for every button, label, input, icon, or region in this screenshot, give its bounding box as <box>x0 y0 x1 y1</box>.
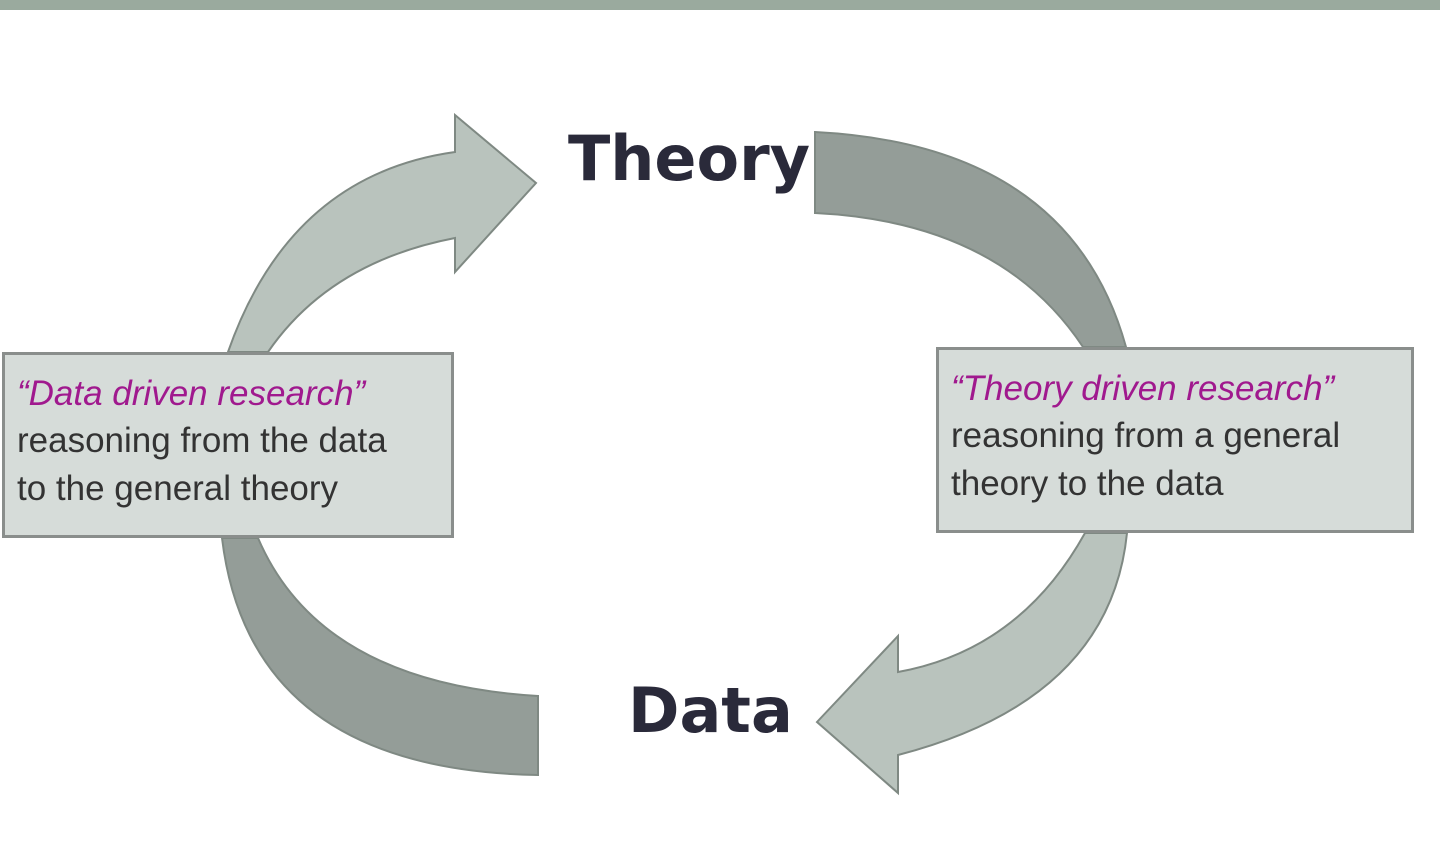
data-driven-box: “Data driven research” reasoning from th… <box>2 352 454 538</box>
theory-driven-title: “Theory driven research” <box>951 369 1335 408</box>
theory-driven-box: “Theory driven research” reasoning from … <box>936 347 1414 533</box>
theory-driven-line-2: theory to the data <box>951 464 1224 503</box>
band-theory-to-box <box>814 130 1128 348</box>
theory-driven-line-1: reasoning from a general <box>951 416 1341 455</box>
top-rule <box>0 0 1440 10</box>
data-label: Data <box>628 674 793 747</box>
data-driven-line-1: reasoning from the data <box>17 421 387 460</box>
band-data-to-box <box>220 537 539 777</box>
data-driven-title: “Data driven research” <box>17 374 366 413</box>
data-driven-line-2: to the general theory <box>17 469 339 508</box>
theory-label: Theory <box>568 122 811 195</box>
arrow-theory-to-data <box>815 532 1129 796</box>
arrow-data-to-theory <box>226 112 538 353</box>
